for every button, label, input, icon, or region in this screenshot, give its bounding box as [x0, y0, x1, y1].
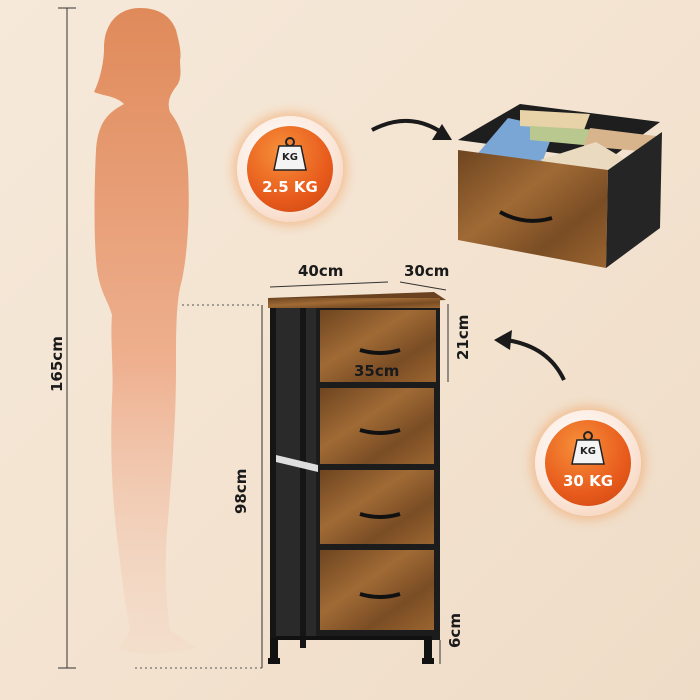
dresser — [268, 292, 446, 664]
weight-badge-small-label: 2.5 KG — [262, 178, 318, 196]
width-label: 40cm — [298, 262, 344, 280]
dresser-dimension-lines — [269, 281, 449, 664]
arrow-to-dresser — [494, 330, 566, 381]
drawer-3 — [320, 470, 434, 544]
weight-badge-small: KG 2.5 KG — [237, 116, 343, 222]
weight-icon: KG — [571, 430, 605, 466]
unit-height-label: 98cm — [232, 468, 250, 514]
person-silhouette — [94, 8, 196, 654]
person-height-line — [58, 7, 76, 669]
person-height-label: 165cm — [48, 336, 66, 392]
weight-badge-large-label: 30 KG — [562, 472, 614, 490]
leg-height-label: 6cm — [446, 613, 464, 648]
arrow-to-drawer — [371, 118, 452, 140]
drawer-height-label: 21cm — [454, 314, 472, 360]
weight-badge-large: KG 30 KG — [535, 410, 641, 516]
drawer-4 — [320, 550, 434, 630]
drawer-width-label: 35cm — [354, 362, 400, 380]
guide-lines — [135, 304, 262, 669]
drawer-2 — [320, 388, 434, 464]
depth-label: 30cm — [404, 262, 450, 280]
drawer-1 — [320, 310, 436, 382]
weight-icon: KG — [273, 136, 307, 172]
fabric-drawer — [458, 104, 662, 268]
